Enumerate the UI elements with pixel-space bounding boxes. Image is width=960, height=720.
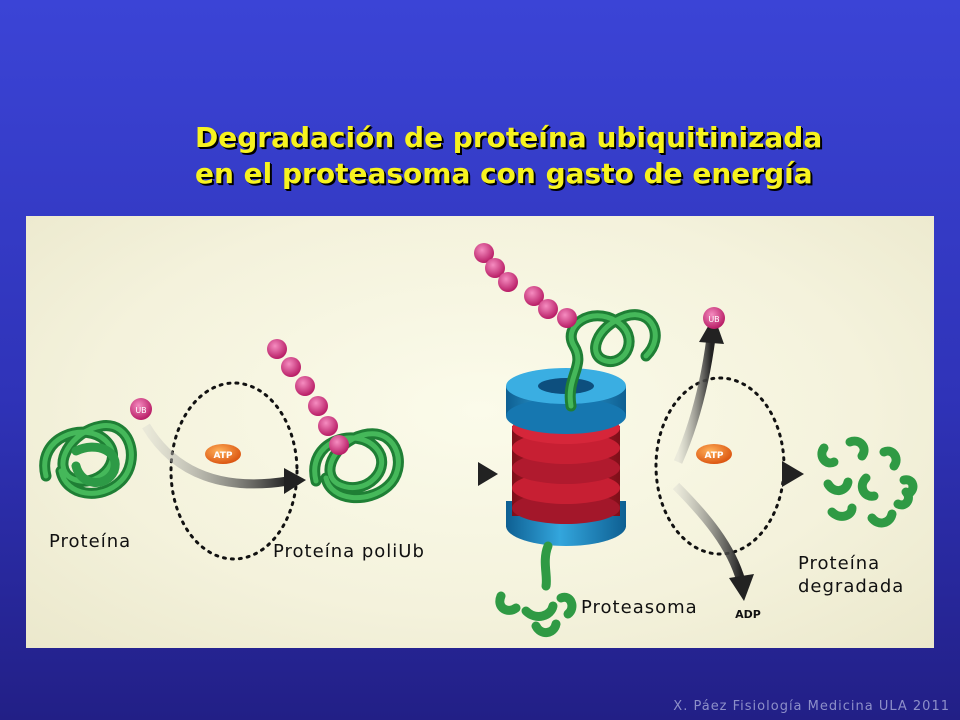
title-line-1: Degradación de proteína ubiquitinizada [195, 121, 823, 154]
label-protein-polyub: Proteína poliUb [273, 541, 425, 562]
adp-label: ADP [735, 608, 761, 621]
label-proteasome: Proteasoma [581, 597, 698, 618]
ubiquitin-proteasome-diagram: UB ATP [39, 243, 918, 637]
ubiquitination-arrow [142, 423, 289, 489]
peptide-fragments-icon [495, 541, 577, 637]
atp-label-2: ATP [704, 451, 723, 461]
arrowhead-icon [729, 574, 754, 601]
slide-title: Degradación de proteína ubiquitinizada e… [195, 120, 835, 192]
arrowhead-icon [478, 462, 498, 486]
label-protein: Proteína [49, 531, 132, 552]
arrowhead-icon [284, 468, 306, 494]
atp-label-1: ATP [213, 451, 232, 461]
label-degraded-line-1: Proteína [798, 553, 881, 574]
degraded-fragments-icon [817, 436, 918, 528]
label-degraded-line-2: degradada [798, 576, 905, 597]
ub-tag-label: UB [708, 315, 719, 324]
label-degraded-protein: Proteína degradada [798, 552, 904, 598]
atp-icon [696, 444, 732, 464]
polyubiquitin-protein-icon [309, 428, 404, 504]
adp-arrow [672, 482, 746, 583]
protein-unfolding-icon [564, 309, 661, 412]
arrowhead-icon [699, 316, 724, 344]
ubiquitin-chain-icon [474, 243, 577, 328]
diagram-panel: UB ATP [26, 216, 934, 648]
atp-icon [205, 444, 241, 464]
ubiquitin-icon [130, 398, 152, 420]
ellipse-highlight-2 [654, 376, 786, 556]
ub-tag-label: UB [135, 406, 146, 415]
ellipse-highlight-1 [169, 381, 299, 561]
protein-tangle-icon [39, 420, 137, 499]
author-credit: X. Páez Fisiología Medicina ULA 2011 [673, 699, 950, 714]
arrowhead-icon [782, 461, 804, 487]
title-line-2: en el proteasoma con gasto de energía [195, 157, 813, 190]
ubiquitin-chain-icon [267, 339, 349, 455]
ubiquitin-icon [703, 307, 725, 329]
ub-release-arrow [673, 337, 716, 464]
